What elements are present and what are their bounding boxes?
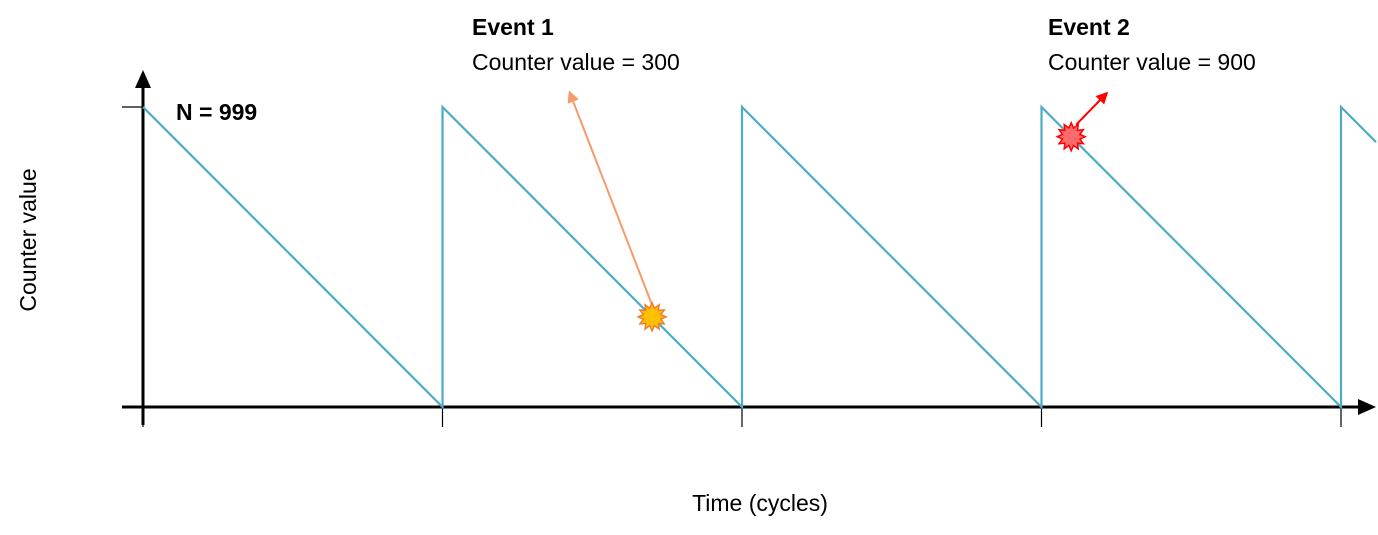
counter-sawtooth-line — [142, 104, 1377, 410]
event-2-group: Event 2 Counter value = 900 — [1048, 14, 1256, 153]
y-axis-arrowhead — [135, 70, 151, 88]
cycle-ticks — [142, 407, 1342, 427]
y-axis-label: Counter value — [15, 168, 41, 311]
event-2-title: Event 2 — [1048, 14, 1130, 40]
event-1-group: Event 1 Counter value = 300 — [472, 14, 680, 333]
axes — [122, 70, 1376, 425]
n-max-label: N = 999 — [176, 99, 257, 125]
x-axis-label: Time (cycles) — [692, 490, 828, 516]
event-2-burst-icon — [1055, 120, 1088, 153]
event-1-description: Counter value = 300 — [472, 49, 680, 75]
event-2-description: Counter value = 900 — [1048, 49, 1256, 75]
event-1-arrow — [567, 90, 653, 306]
x-axis-arrowhead — [1358, 399, 1376, 415]
event-2-arrow — [1075, 91, 1109, 126]
event-1-burst-icon — [636, 301, 668, 333]
event-1-title: Event 1 — [472, 14, 554, 40]
